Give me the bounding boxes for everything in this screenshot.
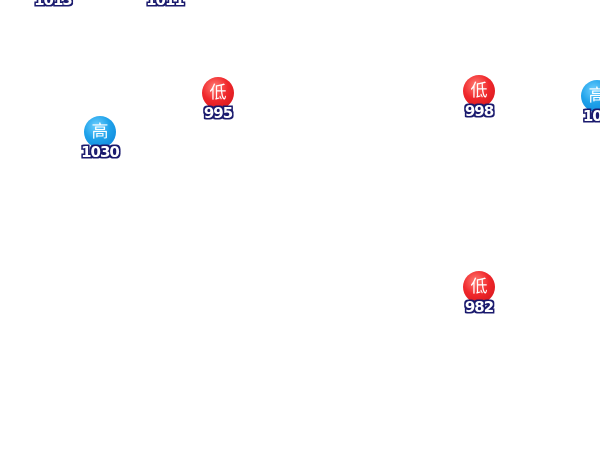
low-pressure-marker[interactable]: 低 998 (456, 75, 502, 125)
pressure-value: 102 (582, 107, 600, 125)
high-pressure-marker[interactable]: 高 1030 (77, 116, 123, 166)
pressure-value: 1030 (81, 143, 120, 161)
pressure-marker-partial[interactable]: 1011 (142, 0, 188, 50)
pressure-value: 1011 (146, 0, 185, 9)
high-pressure-icon: 高 (581, 80, 600, 112)
low-pressure-icon: 低 (463, 75, 495, 107)
low-pressure-icon: 低 (202, 77, 234, 109)
low-pressure-marker[interactable]: 低 982 (456, 271, 502, 321)
low-pressure-icon: 低 (463, 271, 495, 303)
pressure-value: 995 (203, 104, 233, 122)
pressure-value: 998 (464, 102, 494, 120)
pressure-value: 1013 (34, 0, 73, 9)
pressure-value: 982 (464, 298, 494, 316)
pressure-marker-partial[interactable]: 1013 (30, 0, 76, 50)
low-pressure-marker[interactable]: 低 995 (195, 77, 241, 127)
high-pressure-marker[interactable]: 高 102 (574, 80, 600, 130)
high-pressure-icon: 高 (84, 116, 116, 148)
